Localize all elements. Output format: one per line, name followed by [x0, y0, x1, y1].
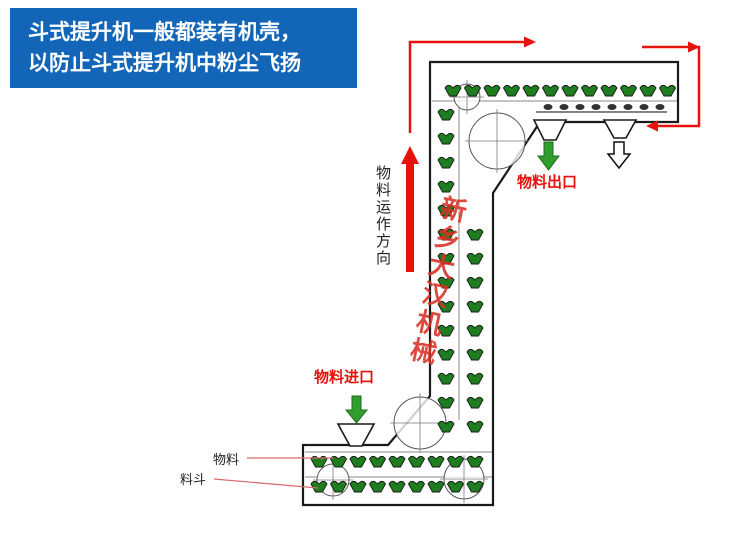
return-belt-marks — [543, 104, 665, 110]
material-inlet-label: 物料进口 — [314, 369, 375, 386]
banner-line-2: 以防止斗式提升机中粉尘飞扬 — [28, 52, 301, 75]
inlet-arrow-green — [344, 395, 369, 424]
leader-lines — [213, 457, 333, 489]
outlet-arrow-green — [537, 141, 560, 171]
outlet-arrow-hollow — [606, 141, 632, 170]
material-label: 物料 — [213, 452, 240, 467]
banner-line-1: 斗式提升机一般都装有机壳， — [28, 21, 301, 44]
top-discharge-spouts — [532, 119, 638, 141]
direction-up-arrow — [401, 146, 419, 272]
info-banner: 斗式提升机一般都装有机壳， 以防止斗式提升机中粉尘飞扬 — [10, 8, 357, 88]
material-outlet-label: 物料出口 — [517, 174, 578, 191]
flow-path-red — [408, 36, 701, 133]
bucket-label: 料斗 — [180, 472, 207, 487]
flow-direction-label: 物料运作方向 — [374, 165, 391, 267]
inlet-hopper — [336, 423, 376, 447]
